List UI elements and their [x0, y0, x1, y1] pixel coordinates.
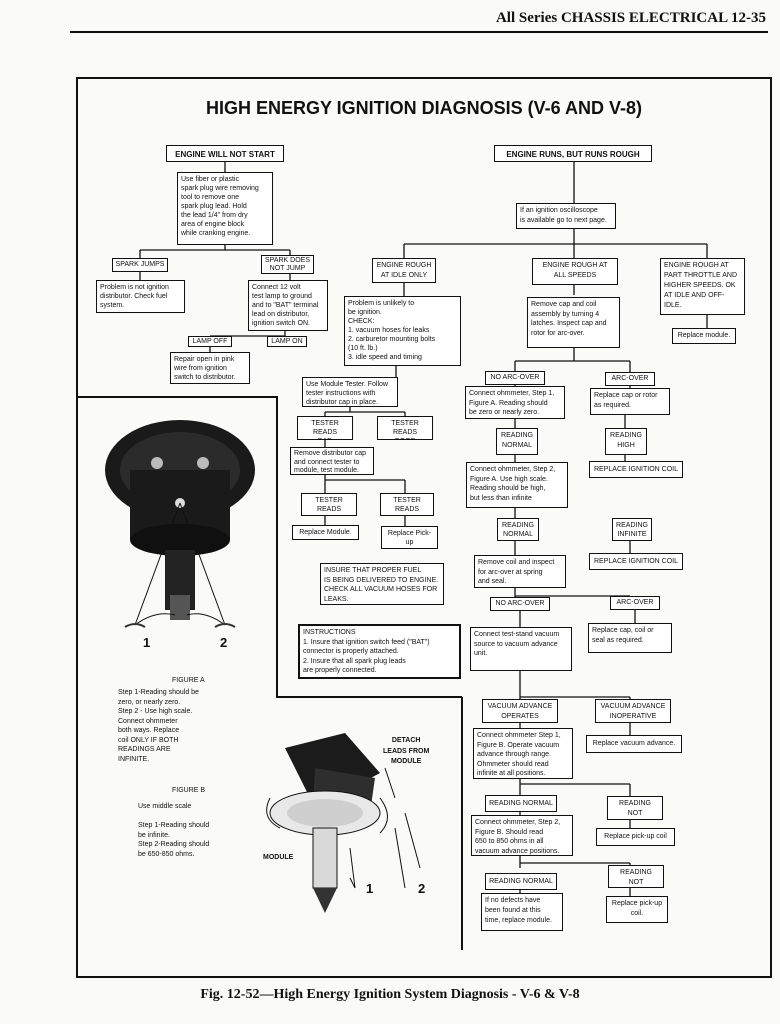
- spark-jumps-box: SPARK JUMPS: [112, 258, 168, 272]
- vacuum-advance-inoperative: VACUUM ADVANCE INOPERATIVE: [595, 699, 671, 723]
- reading-high: READING HIGH: [605, 428, 647, 455]
- tester-reads-good-1: TESTER READS GOOD: [377, 416, 433, 440]
- replace-pickup-coil-right-1: Replace pick-up coil: [596, 828, 675, 846]
- problem-not-ignition-box: Problem is not ignition distributor. Che…: [96, 280, 185, 313]
- replace-ignition-coil-1: REPLACE IGNITION COIL: [589, 461, 683, 478]
- arc-over-2: ARC-OVER: [610, 596, 660, 610]
- figure-a-lead-2: 2: [220, 635, 228, 650]
- header-rule: [70, 31, 768, 33]
- spark-does-not-jump-box: SPARK DOES NOT JUMP: [261, 255, 314, 274]
- replace-pickup-coil-box: Replace Pick-up Coil.: [381, 526, 438, 549]
- engine-will-not-start: ENGINE WILL NOT START: [166, 145, 284, 162]
- instructions-box: INSTRUCTIONS 1. Insure that ignition swi…: [298, 624, 461, 679]
- header-text: All Series CHASSIS ELECTRICAL 12-35: [495, 10, 766, 26]
- remove-cap-test-module-box: Remove distributor cap and connect teste…: [290, 447, 374, 475]
- figure-a-lead-1: 1: [143, 635, 151, 650]
- no-arc-over-2: NO ARC-OVER: [490, 597, 550, 611]
- detach-leads-label: DETACH LEADS FROM MODULE: [383, 737, 430, 765]
- test-stand-vacuum-box: Connect test-stand vacuum source to vacu…: [470, 627, 572, 671]
- replace-vacuum-advance: Replace vacuum advance.: [586, 735, 682, 753]
- replace-ignition-coil-2: REPLACE IGNITION COIL: [589, 553, 683, 570]
- no-arc-over-1: NO ARC-OVER: [485, 371, 545, 385]
- page-header: All Series CHASSIS ELECTRICAL 12-35: [0, 0, 780, 40]
- reading-not-infinite: READING NOT INFINITE: [607, 796, 663, 820]
- lamp-on-box: LAMP ON: [267, 336, 307, 347]
- reading-normal-1: READING NORMAL: [496, 428, 538, 455]
- remove-coil-inspect-box: Remove coil and inspect for arc-over at …: [474, 555, 566, 588]
- ohmmeter-step2-a-box: Connect ohmmeter, Step 2, Figure A. Use …: [466, 462, 568, 508]
- insure-fuel-box: INSURE THAT PROPER FUEL IS BEING DELIVER…: [320, 563, 444, 605]
- reading-not-normal: READING NOT NORMAL: [608, 865, 664, 888]
- rough-all-speeds-box: ENGINE ROUGH AT ALL SPEEDS: [532, 258, 618, 285]
- tester-reads-bad-2: TESTER READS BAD: [301, 493, 357, 516]
- replace-cap-coil-seal-box: Replace cap, coil or seal as required.: [588, 623, 672, 653]
- arc-over-1: ARC-OVER: [605, 372, 655, 386]
- connect-12-volt-box: Connect 12 volt test lamp to ground and …: [248, 280, 328, 331]
- figure-b-lead-2: 2: [418, 881, 426, 896]
- vacuum-advance-operates: VACUUM ADVANCE OPERATES: [482, 699, 558, 723]
- reading-normal-4: READING NORMAL: [485, 873, 557, 890]
- reading-normal-3: READING NORMAL: [485, 795, 557, 812]
- figure-a-steps: Step 1-Reading should be zero, or nearly…: [118, 689, 199, 763]
- remove-cap-coil-box: Remove cap and coil assembly by turning …: [527, 297, 620, 348]
- oscilloscope-box: If an ignition oscilloscope is available…: [516, 203, 616, 229]
- figure-a-label: FIGURE A: [172, 677, 205, 684]
- rough-part-throttle-box: ENGINE ROUGH AT PART THROTTLE AND HIGHER…: [660, 258, 745, 315]
- ohmmeter-step2-b-box: Connect ohmmeter, Step 2, Figure B. Shou…: [471, 815, 573, 856]
- problem-unlikely-box: Problem is unlikely to be ignition. CHEC…: [344, 296, 461, 366]
- replace-module-box: Replace Module.: [292, 525, 359, 540]
- tester-reads-bad-1: TESTER READS BAD: [297, 416, 353, 440]
- rough-idle-only-box: ENGINE ROUGH AT IDLE ONLY: [372, 258, 436, 283]
- replace-pickup-coil-right-2: Replace pick-up coil.: [606, 896, 668, 923]
- diagram-title: HIGH ENERGY IGNITION DIAGNOSIS (V-6 AND …: [205, 98, 643, 118]
- no-defects-box: If no defects have been found at this ti…: [481, 893, 563, 931]
- module-label: MODULE: [263, 854, 294, 861]
- lamp-off-box: LAMP OFF: [188, 336, 232, 347]
- figure-b-lead-1: 1: [366, 881, 374, 896]
- figure-b-label: FIGURE B: [172, 787, 206, 794]
- use-fiber-tool-box: Use fiber or plastic spark plug wire rem…: [177, 172, 273, 245]
- replace-module-right-box: Replace module.: [672, 328, 736, 344]
- tester-reads-good-2: TESTER READS GOOD: [380, 493, 434, 516]
- figure-b-steps: Use middle scale Step 1-Reading should b…: [138, 803, 210, 858]
- ohmmeter-step1-b-box: Connect ohmmeter Step 1, Figure B. Opera…: [473, 728, 573, 779]
- figure-caption: Fig. 12-52—High Energy Ignition System D…: [200, 987, 580, 1002]
- replace-cap-rotor-box: Replace cap or rotor as required.: [590, 388, 670, 415]
- repair-open-box: Repair open in pink wire from ignition s…: [170, 352, 250, 384]
- reading-infinite: READING INFINITE: [612, 518, 652, 541]
- figure-a-distributor-cap: [105, 420, 255, 628]
- use-module-tester-box: Use Module Tester. Follow tester instruc…: [302, 377, 398, 407]
- reading-normal-2: READING NORMAL: [497, 518, 539, 541]
- diagram-frame: [76, 77, 772, 978]
- ohmmeter-step1-a-box: Connect ohmmeter, Step 1, Figure A. Read…: [465, 386, 565, 419]
- figure-b-distributor-module: [266, 733, 421, 913]
- engine-runs-rough: ENGINE RUNS, BUT RUNS ROUGH: [494, 145, 652, 162]
